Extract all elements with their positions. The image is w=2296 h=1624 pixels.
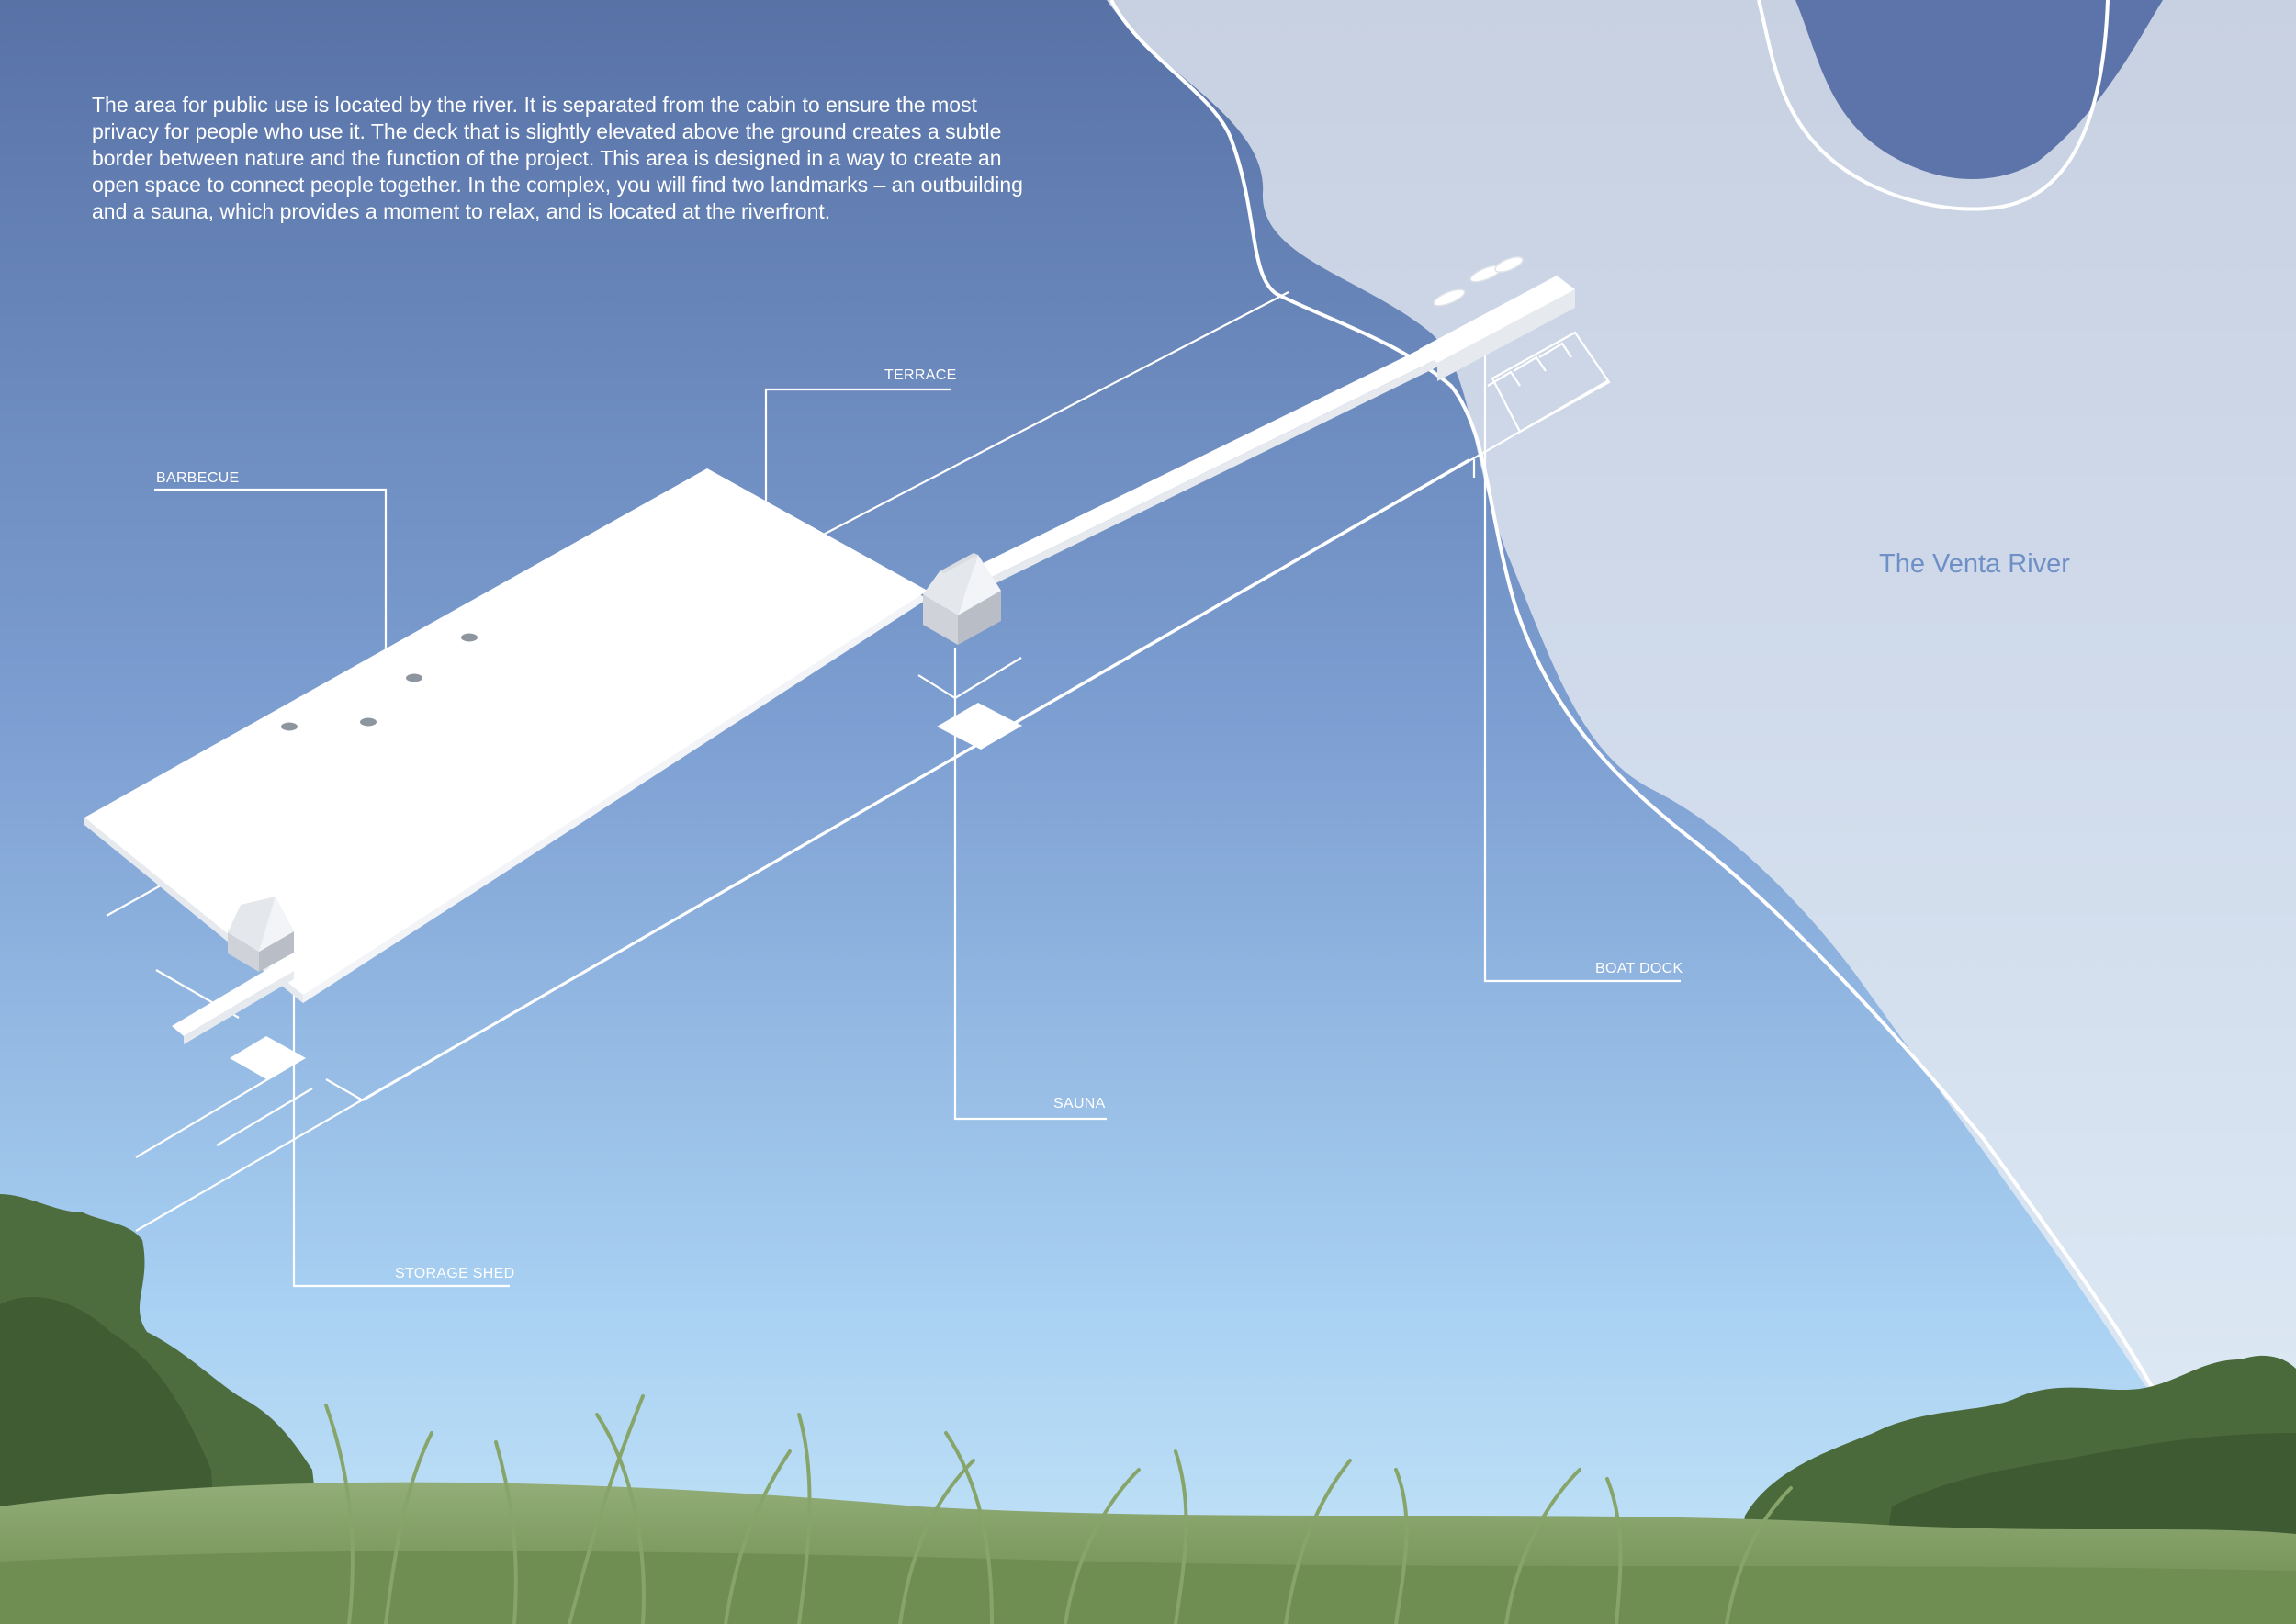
terrace-leader — [764, 388, 951, 507]
boat — [1433, 288, 1466, 307]
sauna-building — [923, 553, 1001, 645]
sauna-leader — [953, 648, 1107, 1121]
storage-shed-building — [228, 897, 294, 972]
label-boat-dock: BOAT DOCK — [1595, 961, 1683, 976]
river-name-label: The Venta River — [1879, 549, 2070, 579]
boat-dock — [1419, 256, 1575, 381]
pond — [1795, 0, 2163, 179]
grass — [0, 1394, 2296, 1624]
projection-line — [106, 881, 168, 917]
label-terrace: TERRACE — [884, 367, 957, 383]
walkway — [923, 280, 1573, 615]
sauna-footprint — [937, 703, 1022, 750]
river-outline — [1109, 0, 2279, 1624]
projection-line — [135, 458, 1470, 1232]
description-text: The area for public use is located by th… — [92, 93, 1023, 223]
storage-shed-footprint — [230, 1036, 306, 1080]
label-storage-shed: STORAGE SHED — [395, 1266, 515, 1281]
projection-line — [135, 1074, 276, 1158]
label-barbecue: BARBECUE — [156, 470, 240, 486]
lower-walkway — [172, 962, 294, 1044]
river-area — [1107, 0, 2296, 1624]
boat — [1494, 256, 1524, 273]
storage-shed-leader — [292, 987, 510, 1288]
boat-dock-leader — [1483, 354, 1681, 983]
barbecue-leader — [154, 488, 388, 654]
projection-line — [917, 657, 1022, 700]
barbecue-spots — [281, 633, 478, 731]
projection-line — [812, 291, 1289, 541]
label-sauna: SAUNA — [1053, 1096, 1106, 1111]
boat-dock-footprint — [1487, 331, 1611, 434]
projection-line — [216, 1088, 313, 1146]
projection-line — [325, 1078, 364, 1101]
pond-outline — [1757, 0, 2110, 211]
